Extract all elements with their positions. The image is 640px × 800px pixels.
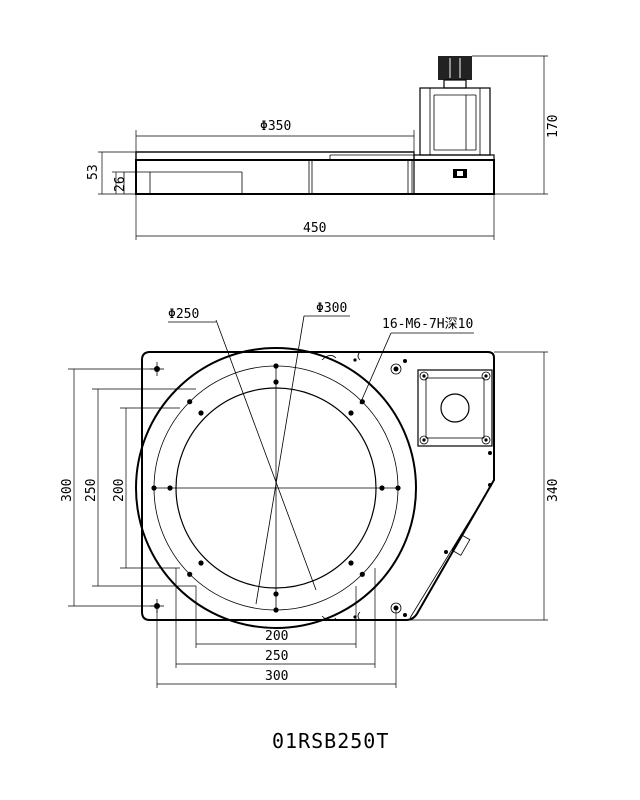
tapped-hole bbox=[273, 607, 279, 613]
dim-side-170: 170 bbox=[546, 115, 561, 138]
dim-left-300: 300 bbox=[60, 479, 75, 502]
side-view: Φ350 450 170 53 26 bbox=[86, 55, 561, 240]
tapped-hole bbox=[273, 591, 279, 597]
top-base-plate bbox=[141, 351, 495, 621]
tapped-holes bbox=[151, 363, 401, 613]
base-mount-holes bbox=[150, 358, 492, 619]
tapped-hole bbox=[359, 571, 365, 577]
dim-phi300: Φ300 bbox=[316, 301, 347, 316]
tapped-hole bbox=[273, 363, 279, 369]
tapped-hole bbox=[359, 399, 365, 405]
dim-bottom-300: 300 bbox=[265, 669, 288, 684]
side-base-plate bbox=[135, 159, 495, 195]
tapped-hole bbox=[379, 485, 385, 491]
dim-side-phi350: Φ350 bbox=[260, 119, 291, 134]
tapped-hole bbox=[187, 399, 193, 405]
tapped-hole bbox=[273, 379, 279, 385]
dim-thread-callout: 16-M6-7H深10 bbox=[382, 317, 473, 332]
dim-bottom-200: 200 bbox=[265, 629, 288, 644]
tapped-hole bbox=[395, 485, 401, 491]
dim-bottom-250: 250 bbox=[265, 649, 288, 664]
side-top-disk bbox=[135, 151, 415, 161]
tapped-hole bbox=[187, 571, 193, 577]
top-view: 16-M6-7H深10 Φ250 Φ300 300 250 200 340 20… bbox=[60, 301, 561, 688]
dim-right-340: 340 bbox=[546, 479, 561, 502]
dim-side-26: 26 bbox=[113, 176, 128, 192]
rotary-outer-ring bbox=[135, 347, 417, 629]
motor-flange bbox=[417, 369, 493, 447]
tapped-hole bbox=[198, 410, 204, 416]
side-encoder-knob bbox=[438, 56, 472, 80]
dim-phi250: Φ250 bbox=[168, 307, 199, 322]
tapped-hole bbox=[348, 410, 354, 416]
tapped-hole bbox=[167, 485, 173, 491]
motor-shaft bbox=[440, 393, 470, 423]
dim-left-200: 200 bbox=[112, 479, 127, 502]
side-motor-body bbox=[419, 87, 491, 156]
tapped-hole bbox=[198, 560, 204, 566]
tapped-hole bbox=[348, 560, 354, 566]
dim-side-450: 450 bbox=[303, 221, 326, 236]
dim-side-53: 53 bbox=[86, 164, 101, 180]
tapped-hole bbox=[151, 485, 157, 491]
dim-left-250: 250 bbox=[84, 479, 99, 502]
drawing-title: 01RSB250T bbox=[272, 729, 389, 753]
